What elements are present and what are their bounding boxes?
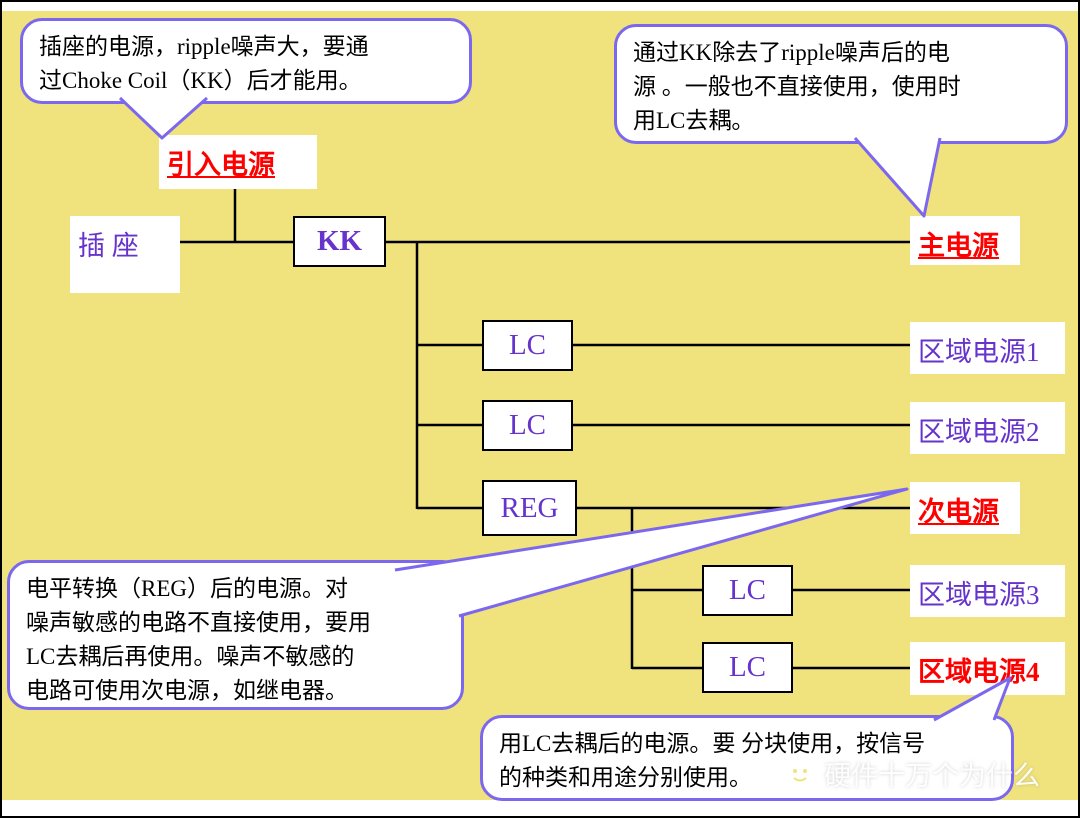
label-region-power-2: 区域电源2 [910,402,1065,454]
kk-text: KK [316,225,363,257]
callout-main-power: 通过KK除去了ripple噪声后的电 源 。一般也不直接使用，使用时 用LC去耦… [614,24,1068,144]
label-incoming-power: 引入电源 [159,135,317,189]
node-lc-4: LC [702,642,793,693]
label-secondary-power: 次电源 [910,482,1020,534]
main-power-text: 主电源 [918,231,999,261]
region-power-4-text: 区域电源4 [918,657,1040,687]
callout-lc-power: 用LC去耦后的电源。要 分块使用，按信号 的种类和用途分别使用。 [480,715,1014,801]
region-power-2-text: 区域电源2 [918,417,1040,447]
callout-reg-power: 电平转换（REG）后的电源。对 噪声敏感的电路不直接使用，要用 LC去耦后再使用… [7,560,464,710]
socket-text: 插 座 [78,231,139,261]
node-lc-1: LC [482,320,573,371]
label-main-power: 主电源 [910,216,1020,265]
node-lc-3: LC [702,565,793,616]
secondary-power-text: 次电源 [918,497,999,527]
region-power-3-text: 区域电源3 [918,580,1040,610]
region-power-1-text: 区域电源1 [918,337,1040,367]
node-reg: REG [482,480,577,536]
callout-reg-power-text: 电平转换（REG）后的电源。对 噪声敏感的电路不直接使用，要用 LC去耦后再使用… [26,576,371,703]
lc-3-text: LC [728,574,767,606]
node-lc-2: LC [482,400,573,451]
callout-socket-power: 插座的电源，ripple噪声大，要通 过Choke Coil（KK）后才能用。 [20,18,472,104]
lc-2-text: LC [508,409,547,441]
label-region-power-4: 区域电源4 [910,642,1065,695]
watermark-text: 硬件十万个为什么 [824,761,1040,791]
node-kk: KK [293,216,386,267]
label-region-power-1: 区域电源1 [910,322,1065,374]
callout-socket-power-text: 插座的电源，ripple噪声大，要通 过Choke Coil（KK）后才能用。 [39,34,369,93]
lc-1-text: LC [508,329,547,361]
lc-4-text: LC [728,651,767,683]
watermark: 硬件十万个为什么 [784,754,1040,793]
callout-lc-power-text: 用LC去耦后的电源。要 分块使用，按信号 的种类和用途分别使用。 [499,731,926,790]
label-region-power-3: 区域电源3 [910,565,1065,617]
label-socket: 插 座 [70,216,180,293]
callout-main-power-text: 通过KK除去了ripple噪声后的电 源 。一般也不直接使用，使用时 用LC去耦… [633,40,961,133]
incoming-power-text: 引入电源 [167,150,275,180]
reg-text: REG [500,491,559,524]
watermark-logo-icon [786,759,814,788]
